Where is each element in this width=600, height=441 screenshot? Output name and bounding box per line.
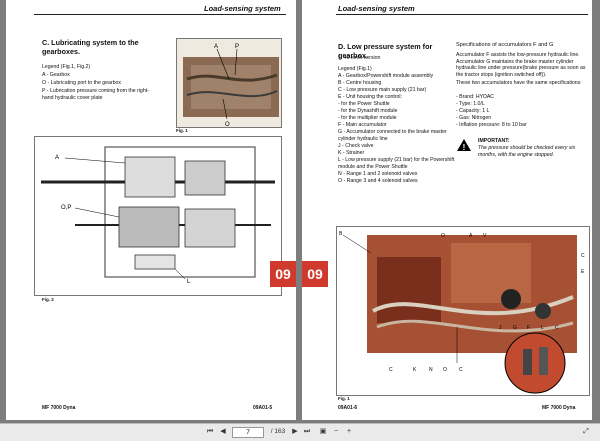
footer-right: MF 7000 Dyna — [542, 405, 576, 411]
page-number-value: 7 — [246, 429, 250, 436]
photo-label: C — [581, 253, 585, 259]
legend-item: - for the multiplier module — [338, 115, 397, 121]
photo-label: E — [581, 269, 585, 275]
warning-icon: ! — [457, 139, 471, 152]
page-header: Load-sensing system — [204, 4, 281, 13]
spec-title: Specifications of accumulators F and G — [456, 42, 554, 48]
spec-text: Accumulator F assists the low-pressure h… — [456, 52, 586, 78]
important-title: IMPORTANT: — [478, 138, 510, 144]
first-page-icon[interactable]: ⏮ — [206, 428, 214, 435]
fullscreen-icon[interactable]: ⤢ — [583, 428, 589, 435]
legend-item: G - Accumulator connected to the brake m… — [338, 129, 447, 142]
legend-item: - for the Dynashift module — [338, 108, 398, 114]
last-page-icon[interactable]: ⏭ — [303, 428, 311, 435]
spec-item: - Capacity: 1 L — [456, 108, 490, 114]
fig1-caption: Fig. 1 — [176, 128, 188, 133]
low-pressure-system-photo: B O A V C E J G F L C C K N O C — [339, 231, 585, 394]
version-label: 1. 40 km/h version — [338, 55, 381, 61]
footer-right: 09A01-5 — [253, 405, 273, 411]
photo-label: O — [441, 233, 445, 239]
photo-label: A — [469, 233, 473, 239]
legend-item: A - Gearbox — [42, 72, 70, 78]
fig2-label: O,P — [61, 205, 71, 211]
photo-label: O — [443, 367, 447, 373]
fig1-label: A — [214, 44, 218, 50]
total-pages: / 163 — [270, 428, 286, 435]
spec-item: - Gas: Nitrogen — [456, 115, 492, 121]
viewer-toolbar: ⏮ ◀ 7 / 163 ▶ ⏭ ▣ − + ⤢ — [0, 423, 600, 441]
spec-intro: These two accumulators have the same spe… — [456, 80, 582, 86]
fig1-photo: A P O — [176, 38, 282, 128]
fit-page-icon[interactable]: ▣ — [319, 428, 327, 435]
header-rule — [34, 14, 286, 15]
photo-label: C — [459, 367, 463, 373]
fig1-caption: Fig. 1 — [338, 396, 350, 401]
svg-text:!: ! — [463, 143, 466, 152]
header-rule — [336, 14, 588, 15]
gearbox-cross-section: A O,P L — [41, 146, 275, 285]
legend-item: C - Low pressure main supply (21 bar) — [338, 87, 427, 93]
legend-item: A - Gearbox/Powershift module assembly — [338, 73, 434, 79]
legend-title: Legend (Fig.1) — [338, 66, 372, 72]
photo-label: C — [389, 367, 393, 373]
page-input[interactable]: 7 — [232, 427, 264, 438]
zoom-out-icon[interactable]: − — [333, 428, 339, 435]
gearbox-photo-illustration: A P O — [183, 44, 279, 128]
page-header: Load-sensing system — [338, 4, 415, 13]
next-page-icon[interactable]: ▶ — [292, 428, 298, 435]
fig2-label: A — [55, 155, 59, 161]
fig1-label: O — [225, 122, 230, 127]
legend-title: Legend (Fig.1, Fig.2) — [42, 64, 91, 70]
section-title: D. Low pressure system for gearbox. — [338, 42, 433, 60]
photo-label: C — [555, 325, 559, 331]
photo-label: J — [499, 325, 502, 331]
fig2-label: L — [187, 279, 191, 285]
left-page: Load-sensing system C. Lubricating syste… — [6, 0, 296, 420]
legend-item: P - Lubrication pressure coming from the… — [42, 88, 149, 101]
legend-item: - for the Power Shuttle — [338, 101, 390, 107]
photo-label: V — [483, 233, 487, 239]
legend-item: O - Lubricating port to the gearbox — [42, 80, 122, 86]
legend-item: O - Range 3 and 4 solenoid valves — [338, 178, 418, 184]
spec-item: - Type: 1.0/L — [456, 101, 485, 107]
photo-label: G — [513, 325, 517, 331]
spec-item: - Brand: HYDAC — [456, 94, 495, 100]
legend-item: L - Low pressure supply (21 bar) for the… — [338, 157, 455, 170]
zoom-in-icon[interactable]: + — [346, 428, 352, 435]
photo-label: K — [413, 367, 417, 373]
fig1-photo: B O A V C E J G F L C C K N O C — [336, 226, 590, 396]
spec-item: - Inflation pressure: 8 to 10 bar — [456, 122, 527, 128]
legend-item: N - Range 1 and 2 solenoid valves — [338, 171, 418, 177]
prev-page-icon[interactable]: ◀ — [220, 428, 226, 435]
photo-label: F — [527, 325, 530, 331]
legend-item: J - Check valve — [338, 143, 374, 149]
fig2-caption: Fig. 2 — [42, 297, 54, 302]
photo-label: B — [339, 231, 343, 237]
right-page: Load-sensing system D. Low pressure syst… — [302, 0, 592, 420]
section-tab: 09 — [302, 261, 328, 287]
legend-item: E - Unit housing the control: — [338, 94, 403, 100]
legend-item: B - Centre housing — [338, 80, 382, 86]
fig2-drawing: A O,P L — [34, 136, 282, 296]
legend-item: F - Main accumulator — [338, 122, 387, 128]
photo-label: N — [429, 367, 433, 373]
section-tab: 09 — [270, 261, 296, 287]
photo-label: L — [541, 325, 544, 331]
important-text: The pressure should be checked every six… — [478, 145, 576, 158]
legend-item: K - Strainer — [338, 150, 365, 156]
footer-left: 09A01-6 — [338, 405, 358, 411]
section-title: C. Lubricating system to the gearboxes. — [42, 38, 139, 56]
footer-left: MF 7000 Dyna — [42, 405, 76, 411]
fig1-label: P — [235, 44, 239, 50]
